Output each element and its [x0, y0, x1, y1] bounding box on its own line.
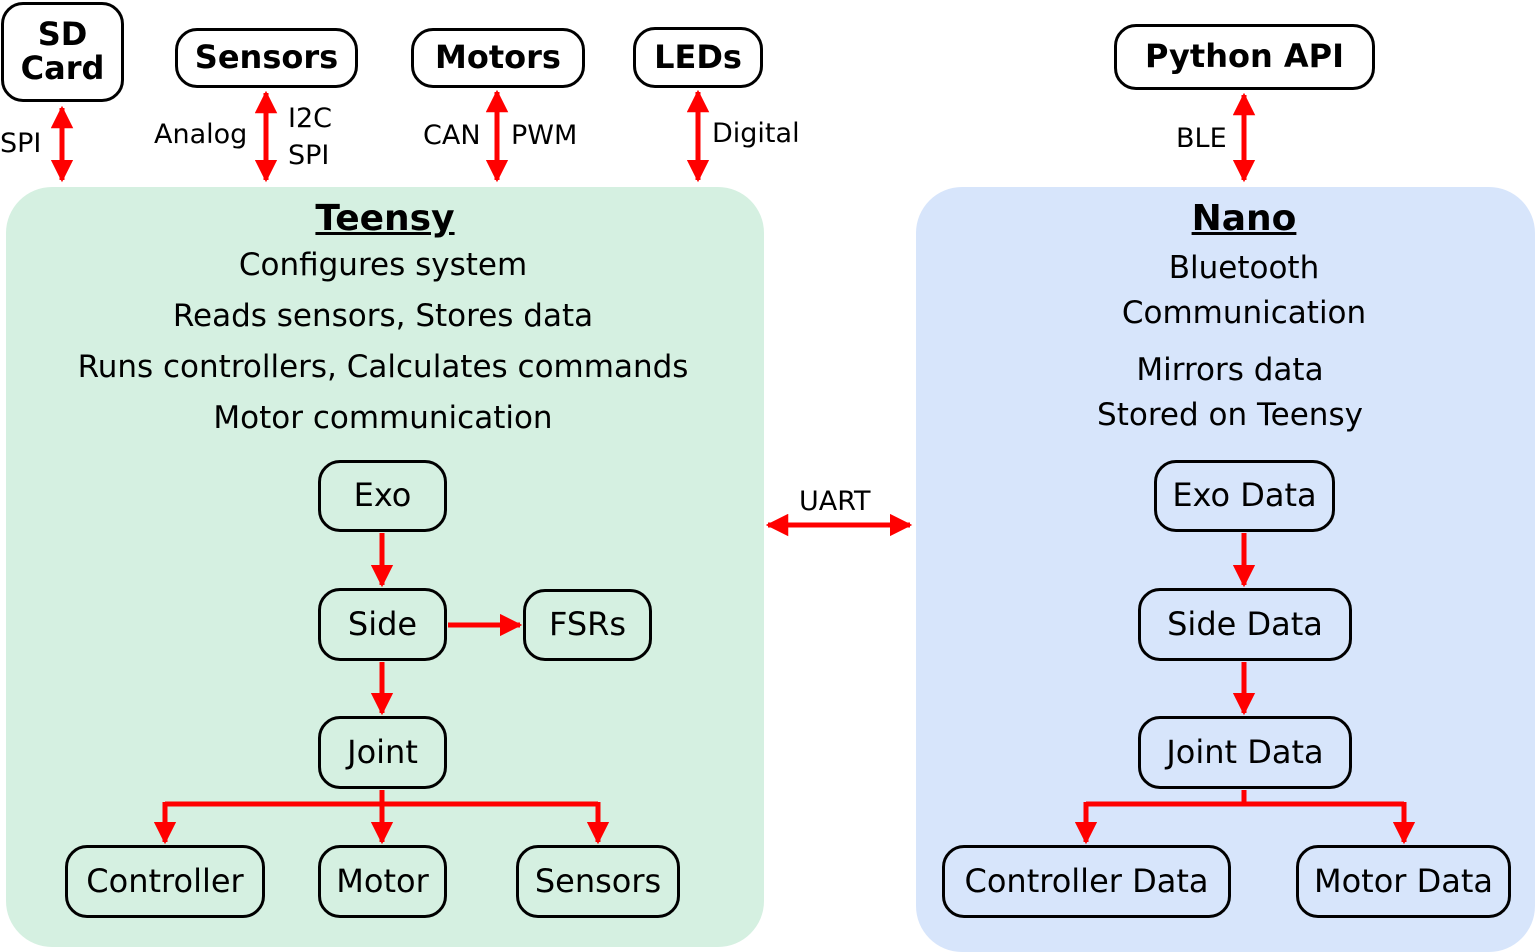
teensy-desc-line-1: Configures system: [238, 247, 528, 283]
controller-node: Controller: [65, 845, 265, 918]
teensy-title: Teensy: [315, 198, 455, 239]
link-label-spi: SPI: [0, 128, 42, 159]
sensors-node-label: Sensors: [534, 861, 662, 900]
teensy-desc-line-4: Motor communication: [213, 400, 553, 436]
teensy-desc-line-2: Reads sensors, Stores data: [172, 298, 594, 334]
motor-data-node-label: Motor Data: [1313, 861, 1494, 900]
fsrs-node-label: FSRs: [548, 605, 627, 644]
side-data-node: Side Data: [1138, 588, 1352, 661]
python-api-box: Python API: [1114, 24, 1375, 90]
motor-node-label: Motor: [336, 861, 429, 900]
sensors-node: Sensors: [516, 845, 680, 918]
nano-title: Nano: [1191, 198, 1297, 239]
side-node-label: Side: [347, 604, 418, 643]
exo-data-node: Exo Data: [1154, 460, 1335, 532]
nano-desc-line-1: Bluetooth: [1168, 250, 1320, 286]
nano-desc-line-2: Communication: [1121, 295, 1367, 331]
sd-card-label: SD Card: [20, 15, 105, 87]
joint-data-node-label: Joint Data: [1166, 732, 1324, 771]
controller-data-node: Controller Data: [942, 845, 1231, 918]
joint-data-node: Joint Data: [1138, 716, 1352, 789]
motors-peripheral-box: Motors: [411, 28, 585, 88]
nano-panel: [916, 187, 1535, 952]
motor-data-node: Motor Data: [1296, 845, 1511, 918]
joint-node: Joint: [318, 716, 447, 789]
leds-peripheral-label: LEDs: [654, 37, 742, 76]
nano-desc-line-3: Mirrors data: [1136, 352, 1324, 388]
motors-peripheral-label: Motors: [435, 38, 561, 77]
link-label-can: CAN: [423, 120, 481, 151]
controller-data-node-label: Controller Data: [964, 861, 1209, 900]
exo-node: Exo: [318, 460, 447, 532]
link-label-spi-sensors: SPI: [288, 140, 330, 171]
exo-data-node-label: Exo Data: [1172, 476, 1317, 515]
side-node: Side: [318, 588, 447, 661]
sensors-peripheral-label: Sensors: [194, 38, 339, 77]
fsrs-node: FSRs: [523, 589, 652, 661]
link-label-uart: UART: [799, 486, 871, 517]
motor-node: Motor: [318, 845, 447, 918]
controller-node-label: Controller: [86, 861, 244, 900]
link-label-pwm: PWM: [511, 120, 578, 151]
exo-node-label: Exo: [353, 476, 412, 515]
link-label-ble: BLE: [1176, 123, 1227, 154]
python-api-label: Python API: [1144, 37, 1344, 76]
link-label-digital: Digital: [712, 118, 800, 149]
nano-desc-line-4: Stored on Teensy: [1097, 397, 1363, 433]
link-label-analog: Analog: [154, 119, 248, 150]
joint-node-label: Joint: [347, 732, 418, 771]
sd-card-box: SD Card: [1, 2, 124, 102]
teensy-desc-line-3: Runs controllers, Calculates commands: [77, 349, 689, 385]
link-label-i2c: I2C: [288, 103, 332, 134]
side-data-node-label: Side Data: [1167, 604, 1323, 643]
leds-peripheral-box: LEDs: [633, 27, 763, 88]
sensors-peripheral-box: Sensors: [175, 28, 358, 88]
